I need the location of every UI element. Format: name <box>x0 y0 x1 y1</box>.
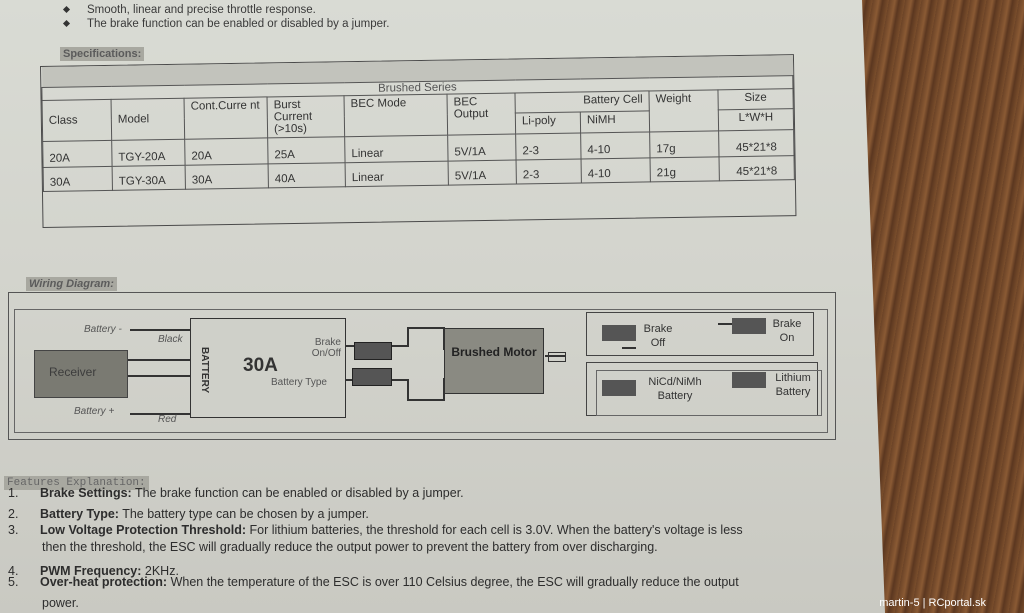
features-title: Features Explanation: <box>4 476 149 490</box>
wiring-lines <box>126 323 732 415</box>
feature-item: power. <box>42 596 79 610</box>
brake-on-label: Brake On <box>772 318 802 344</box>
brake-jumper-label: Brake On/Off <box>311 337 341 359</box>
feature-item: then the threshold, the ESC will gradual… <box>42 540 658 554</box>
battery-minus-label: Battery - <box>84 324 122 335</box>
nicd-label: NiCd/NiMh Battery <box>648 376 702 402</box>
specifications-title: Specifications: <box>60 47 145 61</box>
brake-jumper <box>354 342 392 360</box>
brake-legend <box>586 312 814 356</box>
battery-type-label: Battery Type <box>271 377 327 388</box>
bullet-1: Smooth, linear and precise throttle resp… <box>60 4 316 16</box>
credit-watermark: martin-5 | RCportal.sk <box>879 597 986 609</box>
feature-item: 4.PWM Frequency: 2KHz. <box>8 564 179 578</box>
feature-item: 2.Battery Type: The battery type can be … <box>8 507 369 521</box>
feature-item: 5.Over-heat protection: When the tempera… <box>8 575 739 589</box>
motor-shaft <box>548 352 566 362</box>
lithium-label: Lithium Battery <box>775 372 811 398</box>
brake-off-jumper <box>602 325 636 341</box>
paper-sheet <box>0 0 885 613</box>
feature-item: 1.Brake Settings: The brake function can… <box>8 486 464 500</box>
red-wire-label: Red <box>158 414 177 425</box>
brushed-motor: Brushed Motor <box>444 328 544 394</box>
lithium-jumper <box>732 372 766 388</box>
wiring-title: Wiring Diagram: <box>26 277 117 291</box>
receiver-box: Receiver <box>34 350 128 398</box>
wiring-diagram <box>14 309 828 433</box>
battery-legend-inner <box>596 370 822 416</box>
wiring-frame <box>8 292 836 440</box>
brake-off-label: Brake Off <box>643 323 673 349</box>
battery-type-jumper <box>352 368 392 386</box>
bullet-2: The brake function can be enabled or dis… <box>60 18 389 30</box>
brake-on-jumper <box>732 318 766 334</box>
nicd-jumper <box>602 380 636 396</box>
black-wire-label: Black <box>158 334 183 345</box>
battery-plus-label: Battery + <box>74 406 115 417</box>
esc-box: BATTERY 30A Brake On/Off Battery Type <box>190 318 346 418</box>
feature-item: 3.Low Voltage Protection Threshold: For … <box>8 523 743 537</box>
